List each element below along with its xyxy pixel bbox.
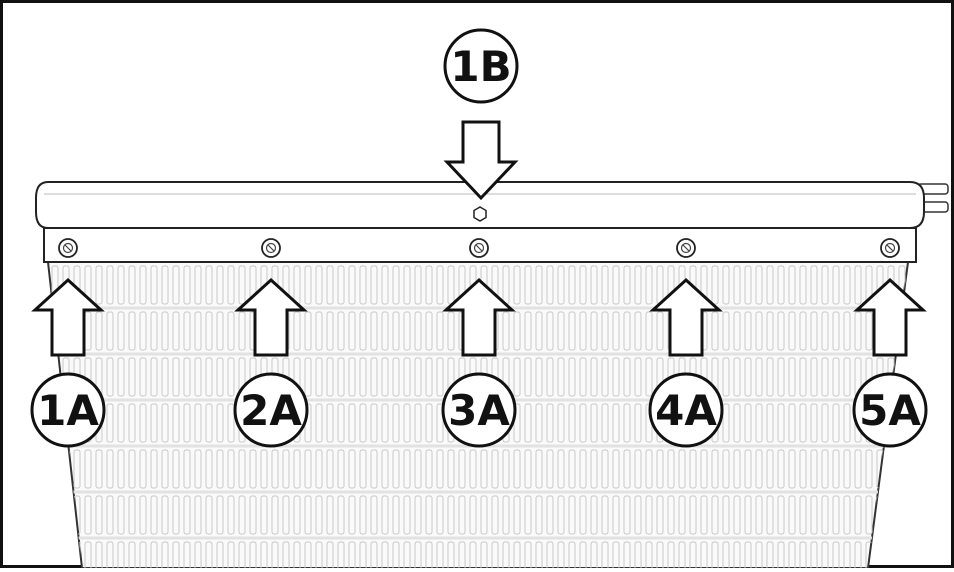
screw-5a (880, 238, 900, 258)
grille-row (51, 265, 906, 305)
callout-3a-circle (441, 372, 517, 448)
screw-4a (676, 238, 696, 258)
bottom-callouts: 1A 2A 3A 4A 5A (30, 277, 928, 448)
arrow-down-icon (443, 120, 519, 201)
callout-1a-circle (30, 372, 106, 448)
callout-2a-label: 2A (240, 386, 302, 435)
callout-1b: 1B (443, 28, 519, 201)
callout-4a: 4A (648, 277, 724, 448)
callout-4a-circle (648, 372, 724, 448)
callout-2a: 2A (233, 277, 309, 448)
callout-3a: 3A (441, 277, 517, 448)
arrow-up-icon (234, 277, 308, 357)
callout-1a: 1A (30, 277, 106, 448)
screw-group (58, 238, 900, 258)
callout-3a-label: 3A (448, 386, 510, 435)
arrow-up-icon (31, 277, 105, 357)
callout-1a-label: 1A (37, 386, 99, 435)
arrow-up-icon (649, 277, 723, 357)
callout-1b-circle (443, 28, 519, 104)
screw-2a (261, 238, 281, 258)
arrow-up-icon (442, 277, 516, 357)
side-connector (917, 183, 949, 213)
callout-1b-label: 1B (450, 42, 511, 91)
callout-2a-circle (233, 372, 309, 448)
callout-5a: 5A (852, 277, 928, 448)
arrow-up-icon (853, 277, 927, 357)
callout-4a-label: 4A (655, 386, 717, 435)
screw-1a (58, 238, 78, 258)
screw-3a (469, 238, 489, 258)
callout-5a-circle (852, 372, 928, 448)
grille-row (51, 449, 906, 489)
grille-row (51, 541, 906, 568)
callout-5a-label: 5A (859, 386, 921, 435)
top-center-fastener (473, 206, 487, 222)
